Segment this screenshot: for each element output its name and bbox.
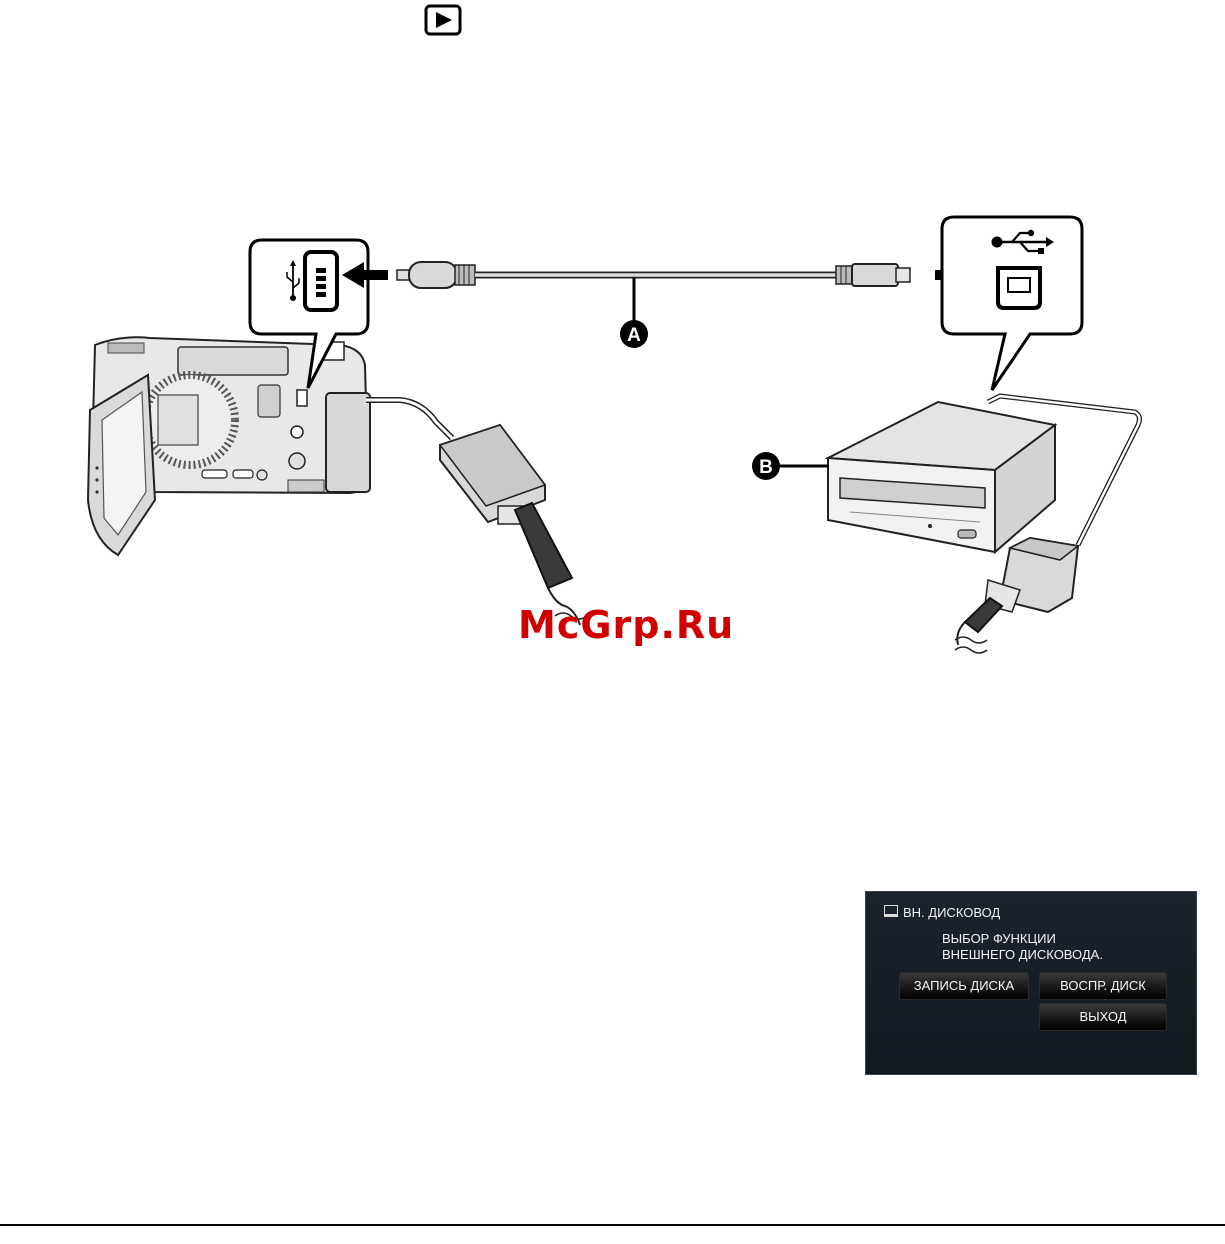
label-a: A <box>627 325 641 346</box>
external-dvd-drive <box>780 396 1139 552</box>
connection-diagram: A <box>0 0 1225 700</box>
usb-cable <box>397 262 910 320</box>
play-disc-button[interactable]: ВОСПР. ДИСК <box>1040 973 1166 999</box>
screen-title-row: ВН. ДИСКОВОД <box>884 905 1000 920</box>
camera-ac-adapter <box>366 400 587 625</box>
screen-message: ВЫБОР ФУНКЦИИ ВНЕШНЕГО ДИСКОВОДА. <box>942 931 1103 963</box>
watermark-text: McGrp.Ru <box>518 603 734 647</box>
message-line-2: ВНЕШНЕГО ДИСКОВОДА. <box>942 947 1103 963</box>
label-b-marker: B <box>752 452 780 480</box>
bottom-divider <box>0 1224 1225 1226</box>
camcorder-illustration <box>88 337 370 555</box>
message-line-1: ВЫБОР ФУНКЦИИ <box>942 931 1103 947</box>
lcd-screen: ВН. ДИСКОВОД ВЫБОР ФУНКЦИИ ВНЕШНЕГО ДИСК… <box>865 891 1197 1075</box>
label-a-marker: A <box>620 320 648 348</box>
drive-usb-callout <box>942 217 1082 390</box>
drive-ac-adapter <box>955 538 1078 653</box>
screen-title: ВН. ДИСКОВОД <box>903 905 1000 920</box>
exit-button[interactable]: ВЫХОД <box>1040 1004 1166 1030</box>
drive-icon <box>884 905 898 917</box>
label-b: B <box>759 457 773 478</box>
record-disc-button[interactable]: ЗАПИСЬ ДИСКА <box>900 973 1028 999</box>
